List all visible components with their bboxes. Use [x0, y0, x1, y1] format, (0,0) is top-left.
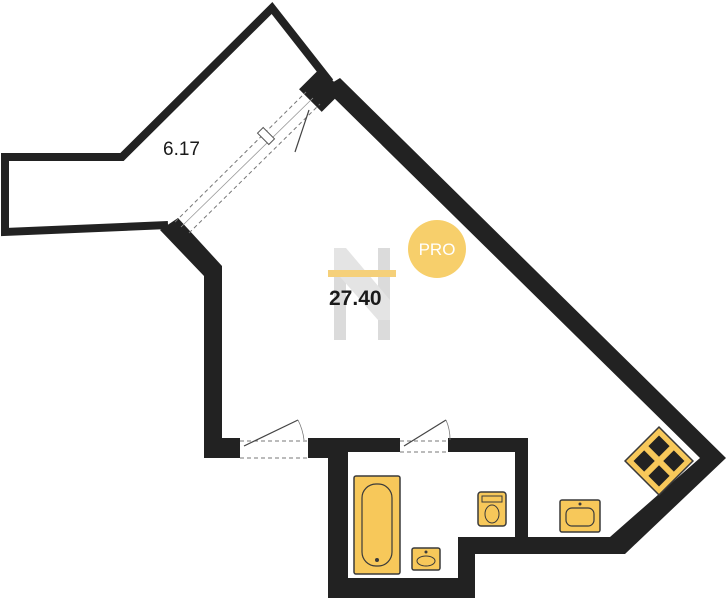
wall-corner-top: [299, 68, 343, 112]
balcony-area-label: 6.17: [163, 139, 200, 160]
main-area-label: 27.40: [329, 287, 382, 310]
pro-badge: PRO: [408, 220, 466, 278]
door-icon: [294, 109, 310, 153]
bathroom-wall: [328, 438, 528, 598]
pro-badge-text: PRO: [419, 240, 456, 259]
entry-door[interactable]: [240, 419, 308, 459]
balcony-door[interactable]: [174, 91, 321, 234]
toilet-icon: [477, 491, 507, 527]
bathroom-door[interactable]: [400, 419, 451, 453]
stove-icon: [623, 425, 695, 497]
partition-wall: [308, 438, 328, 458]
balcony-wall: [1, 1, 334, 237]
kitchen-sink-icon: [559, 499, 601, 533]
logo-icon: [328, 248, 396, 340]
exterior-wall-left: [160, 218, 240, 458]
partition-wall-2: [448, 438, 528, 452]
bathtub-icon: [353, 475, 401, 575]
window-icon: [256, 126, 276, 146]
sink-icon: [411, 547, 441, 571]
